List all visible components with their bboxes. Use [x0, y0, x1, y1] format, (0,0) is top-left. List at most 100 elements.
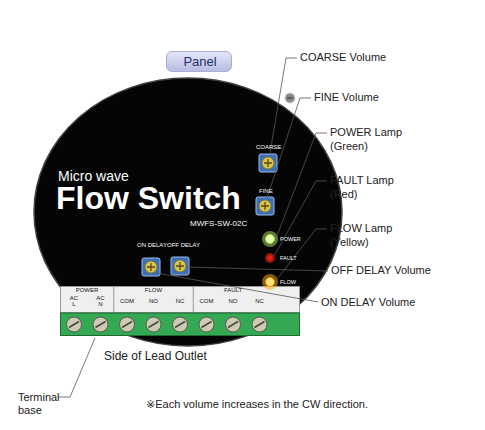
terminal-name: NO [224, 298, 242, 304]
terminal-screw [199, 317, 214, 332]
knob-dial [259, 200, 271, 212]
terminal-name: NC [171, 298, 189, 304]
lamp-label: FLOW [280, 279, 296, 285]
knob-dial [174, 260, 186, 272]
knob-body [259, 154, 277, 172]
panel-ellipse [34, 78, 342, 346]
lamp-glow [265, 253, 275, 263]
terminal-group: FAULT [218, 287, 248, 293]
screw-slot [202, 322, 212, 328]
panel-face: Micro waveFlow SwitchMWFS-SW-02CPOWERFLO… [33, 77, 343, 347]
screw-head [120, 317, 135, 332]
panel-heading-box: Panel [166, 51, 232, 72]
terminal-name: AC N [95, 295, 106, 307]
leader-lines [58, 58, 328, 397]
terminal-name: NC [251, 298, 269, 304]
terminal-base: POWER FLOW FAULT AC L AC N COM NO NC COM NO NC [60, 286, 300, 336]
knob-body [171, 257, 189, 275]
terminal-group: POWER [72, 287, 102, 293]
screw-slot [287, 98, 293, 99]
on-delay-knob [142, 258, 160, 276]
lamp-core [266, 278, 275, 287]
knob-slot [264, 159, 272, 167]
footnote: ※Each volume increases in the CW directi… [146, 398, 368, 411]
knob-dial [145, 261, 157, 273]
group-divider [193, 287, 194, 312]
callout-text: POWER Lamp (Green) [330, 126, 412, 154]
callout-text: ON DELAY Volume [321, 296, 415, 309]
power-lamp [262, 231, 278, 247]
knob-slot [261, 202, 269, 210]
callout-text: Terminal base [18, 391, 68, 417]
group-divider [113, 287, 114, 312]
screw-slot [255, 322, 265, 328]
screw-slot [149, 322, 159, 328]
terminal-screw [252, 317, 267, 332]
model-number: MWFS-SW-02C [190, 219, 247, 228]
knob-label: OFF DELAY [167, 242, 200, 249]
terminal-screw [93, 317, 108, 332]
lamp-label: POWER [280, 236, 301, 242]
screw-head [67, 317, 82, 332]
screw-head [226, 317, 241, 332]
terminal-label-strip [61, 287, 300, 313]
screw-slot [69, 322, 79, 328]
terminal-name: COM [118, 298, 136, 304]
callout-text: FAULT Lamp (Red) [330, 174, 406, 202]
knob-slot [147, 263, 155, 271]
lamp-glow [262, 231, 278, 247]
screw-head [199, 317, 214, 332]
knob-body [142, 258, 160, 276]
screw-slot [175, 322, 185, 328]
leader-line [58, 338, 95, 397]
leader-line [270, 58, 297, 153]
terminal-name: AC L [69, 295, 80, 307]
screw-head [93, 317, 108, 332]
side-note: Side of Lead Outlet [104, 350, 207, 364]
screw-head [285, 93, 295, 103]
lamp-core [266, 235, 275, 244]
screw [285, 93, 295, 103]
screw-slot [228, 322, 238, 328]
callout-text: OFF DELAY Volume [331, 264, 431, 277]
screw-head [252, 317, 267, 332]
leader-line [157, 273, 318, 302]
terminal-block [61, 313, 300, 336]
screw-head [173, 317, 188, 332]
fine-knob [256, 197, 274, 215]
terminal-outline [60, 286, 300, 336]
screw-slot [96, 322, 106, 328]
knob-slot [176, 262, 184, 270]
terminal-name: COM [198, 298, 216, 304]
terminal-screw [173, 317, 188, 332]
fault-lamp [265, 253, 275, 263]
terminal-screw [226, 317, 241, 332]
leader-line [277, 133, 327, 236]
knob-body [256, 197, 274, 215]
knob-label: FINE [259, 188, 273, 195]
leader-line [187, 267, 328, 271]
screw-head [146, 317, 161, 332]
leader-line [277, 229, 327, 279]
knob-dial [262, 157, 274, 169]
off-delay-knob [171, 257, 189, 275]
flow-lamp [262, 274, 278, 290]
knob-label: ON DELAY [137, 242, 167, 249]
leader-line [274, 181, 327, 256]
callout-text: FLOW Lamp (Yellow) [330, 222, 412, 250]
callout-text: COARSE Volume [300, 51, 386, 64]
terminal-group: FLOW [139, 287, 169, 293]
callout-text: FINE Volume [314, 91, 379, 104]
product-name: Flow Switch [56, 180, 241, 217]
heading-text: Panel [167, 55, 233, 69]
terminal-screw [67, 317, 82, 332]
lamp-core [267, 255, 274, 262]
terminal-name: NO [145, 298, 163, 304]
terminal-screw [146, 317, 161, 332]
screw-slot [122, 322, 132, 328]
coarse-knob [259, 154, 277, 172]
knob-label: COARSE [256, 144, 281, 151]
